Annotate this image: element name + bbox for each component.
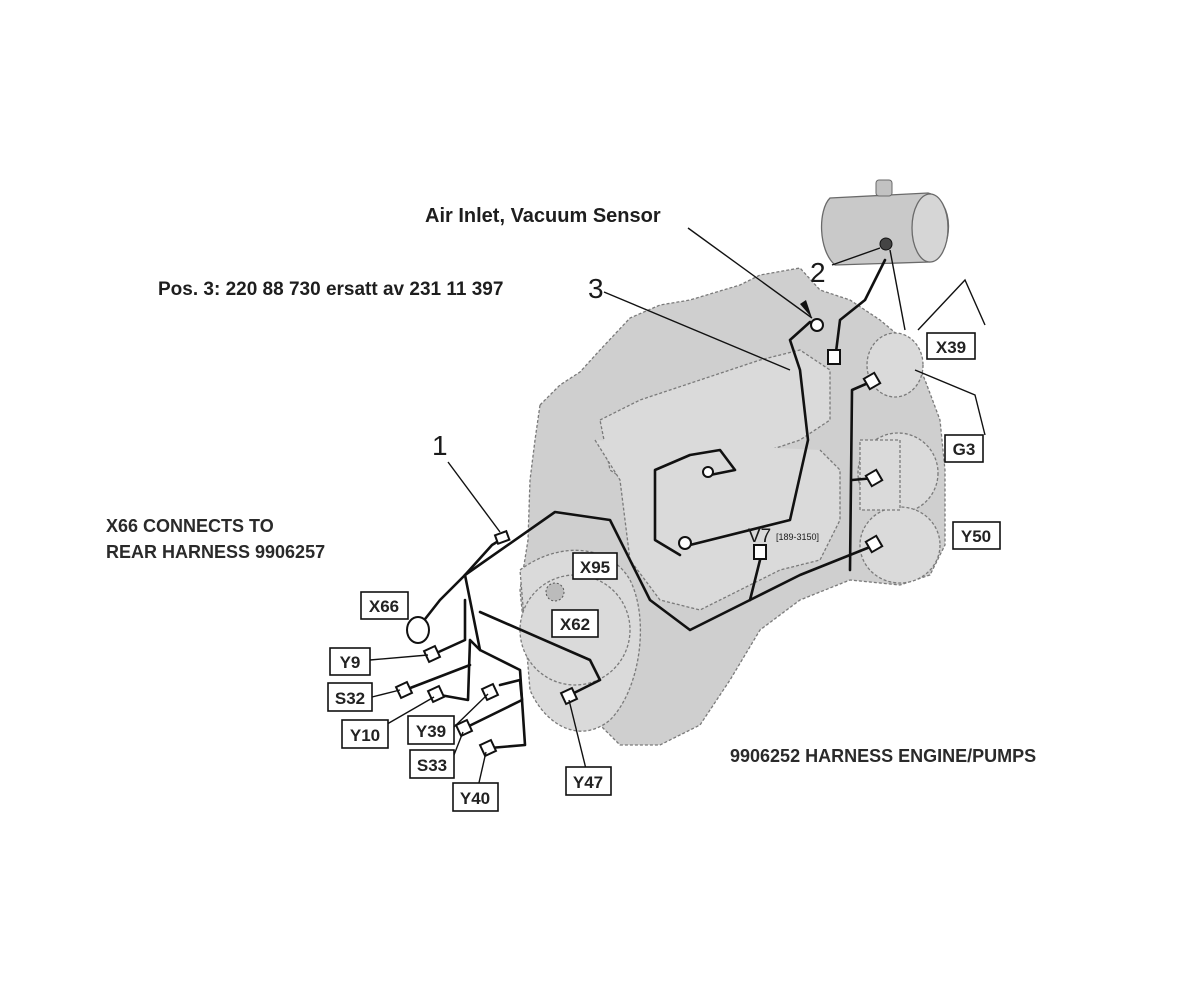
label-y47: Y47 <box>565 766 612 796</box>
callout-1: 1 <box>432 430 448 461</box>
label-g3: G3 <box>944 434 984 463</box>
svg-text:X66: X66 <box>369 597 399 616</box>
svg-text:G3: G3 <box>953 440 976 459</box>
svg-text:X62: X62 <box>560 615 590 634</box>
label-x95: X95 <box>572 552 618 580</box>
air-filter <box>820 179 950 266</box>
label-y39: Y39 <box>407 715 455 745</box>
x66-note-line2: REAR HARNESS 9906257 <box>106 542 325 562</box>
svg-text:X39: X39 <box>936 338 966 357</box>
label-y50: Y50 <box>952 521 1001 550</box>
svg-text:Y9: Y9 <box>340 653 361 672</box>
label-y9: Y9 <box>329 647 371 676</box>
label-s32: S32 <box>327 682 373 712</box>
connectors <box>394 318 884 758</box>
label-y10: Y10 <box>341 719 389 749</box>
label-v7: V7 <box>748 526 771 547</box>
position-note: Pos. 3: 220 88 730 ersatt av 231 11 397 <box>158 279 503 300</box>
label-v7-range: [189-3150] <box>776 532 819 542</box>
label-y40: Y40 <box>452 782 499 812</box>
svg-text:Y10: Y10 <box>350 726 380 745</box>
svg-text:Y39: Y39 <box>416 722 446 741</box>
air-inlet-title: Air Inlet, Vacuum Sensor <box>425 205 661 227</box>
callout-3: 3 <box>588 273 604 304</box>
pump-stack <box>857 332 941 584</box>
callout-2: 2 <box>810 257 826 288</box>
svg-text:Y47: Y47 <box>573 773 603 792</box>
x66-note-line1: X66 CONNECTS TO <box>106 516 274 536</box>
svg-text:X95: X95 <box>580 558 610 577</box>
harness-caption: 9906252 HARNESS ENGINE/PUMPS <box>730 746 1036 766</box>
label-x39: X39 <box>926 332 976 360</box>
label-x66: X66 <box>360 591 409 620</box>
svg-text:Y40: Y40 <box>460 789 490 808</box>
svg-text:S32: S32 <box>335 689 365 708</box>
engine-block <box>519 267 946 746</box>
svg-text:Y50: Y50 <box>961 527 991 546</box>
label-x62: X62 <box>551 609 599 638</box>
label-s33: S33 <box>409 749 455 779</box>
svg-text:S33: S33 <box>417 756 447 775</box>
